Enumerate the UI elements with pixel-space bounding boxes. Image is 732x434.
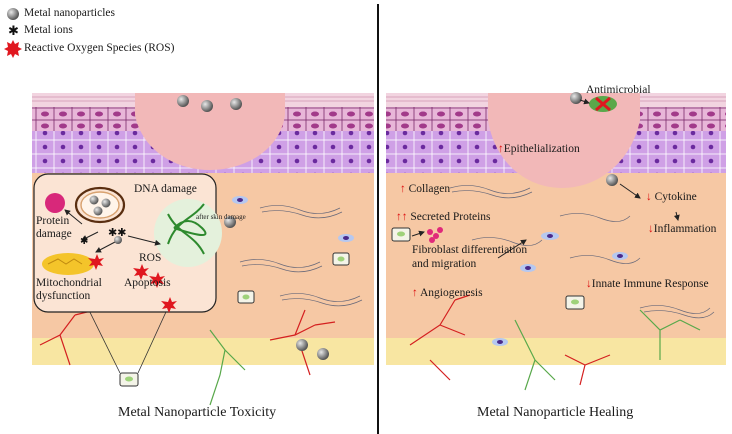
left-wound bbox=[135, 93, 285, 170]
right-wound bbox=[488, 93, 640, 188]
right-arrows bbox=[411, 183, 680, 259]
migration-label: and migration bbox=[412, 258, 477, 270]
collagen-fibers bbox=[239, 185, 715, 319]
inflammation-label: ↓Inflammation bbox=[648, 223, 717, 235]
collagen-label: ↑ Collagen bbox=[400, 183, 451, 195]
nanoparticle-icon bbox=[7, 8, 19, 20]
ros-markers bbox=[88, 254, 177, 313]
secreted-proteins bbox=[427, 227, 443, 243]
after-skin-damage-label: after skin damage bbox=[196, 213, 246, 221]
mito-label: Mitochondrial dysfunction bbox=[36, 277, 102, 302]
epithelialization-label: ↑Epithelialization bbox=[498, 143, 580, 155]
right-hypodermis bbox=[386, 338, 726, 365]
svg-text:✱✱: ✱✱ bbox=[108, 227, 126, 239]
ros-icon bbox=[4, 40, 22, 58]
nanoparticles bbox=[177, 92, 618, 360]
cytokine-label: ↓ Cytokine bbox=[646, 191, 697, 203]
apoptosis-label: Apoptosis bbox=[124, 277, 171, 289]
secreted-proteins-label: ↑↑ Secreted Proteins bbox=[396, 211, 491, 223]
left-hypodermis bbox=[32, 338, 374, 365]
svg-text:✱: ✱ bbox=[80, 236, 88, 247]
legend-ions-label: Metal ions bbox=[24, 24, 73, 36]
ros-label: ROS bbox=[139, 252, 162, 264]
right-dermis bbox=[386, 173, 726, 338]
protein-damage-label: Protein damage bbox=[36, 215, 72, 240]
left-caption: Metal Nanoparticle Toxicity bbox=[118, 405, 277, 420]
right-caption: Metal Nanoparticle Healing bbox=[477, 405, 634, 420]
ion-icon: ✱ bbox=[8, 23, 19, 38]
toxicity-zoom-callout: ✱✱ ✱ bbox=[33, 173, 222, 374]
antimicrobial-label: Antimicrobial bbox=[586, 84, 651, 96]
angiogenesis-label: ↑ Angiogenesis bbox=[412, 287, 483, 299]
legend-icons: ✱ bbox=[4, 8, 22, 58]
innate-immune-label: ↓Innate Immune Response bbox=[586, 278, 709, 290]
fibroblast-label: Fibroblast differentiation bbox=[412, 244, 528, 256]
right-skin-section bbox=[386, 93, 726, 365]
dna-damage-label: DNA damage bbox=[134, 183, 197, 195]
bacterium-icon bbox=[579, 96, 617, 112]
dermis-cells bbox=[119, 196, 628, 387]
legend-nanoparticles-label: Metal nanoparticles bbox=[24, 7, 116, 19]
legend-ros-label: Reactive Oxygen Species (ROS) bbox=[24, 42, 175, 54]
